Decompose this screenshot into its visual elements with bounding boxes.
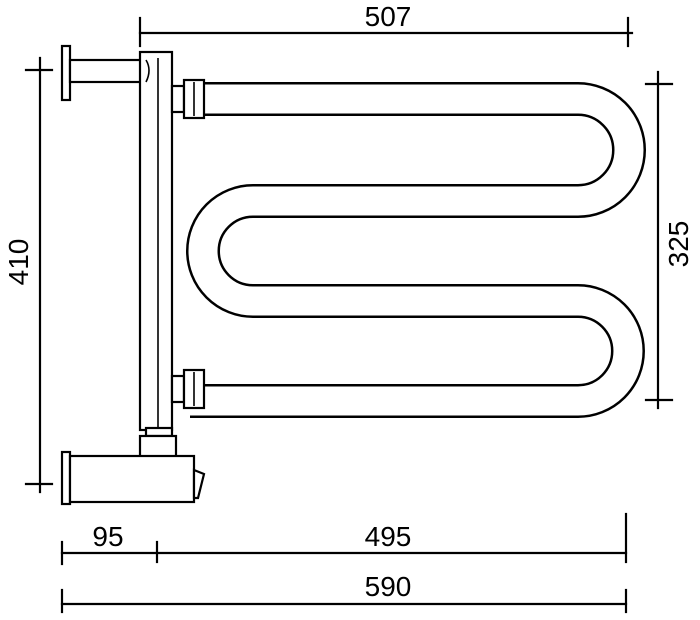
dimension-left-410: 410 xyxy=(3,56,54,494)
label-95: 95 xyxy=(92,521,123,552)
top-wall-bracket xyxy=(60,44,148,102)
dimension-bottom-590: 590 xyxy=(60,571,628,614)
label-325: 325 xyxy=(663,221,694,268)
dimension-bottom-95-495: 95 495 xyxy=(60,512,628,566)
label-495: 495 xyxy=(365,521,412,552)
dimension-top-507: 507 xyxy=(138,1,634,48)
union-nut-bottom xyxy=(170,368,206,410)
label-590: 590 xyxy=(365,571,412,602)
serpentine-tube xyxy=(186,82,646,418)
label-410: 410 xyxy=(3,239,34,286)
bottom-valve-fitting xyxy=(60,426,206,506)
union-nut-top xyxy=(170,78,206,120)
dimension-right-325: 325 xyxy=(644,70,694,410)
label-507: 507 xyxy=(365,1,412,32)
vertical-supply-pipe xyxy=(138,50,174,432)
